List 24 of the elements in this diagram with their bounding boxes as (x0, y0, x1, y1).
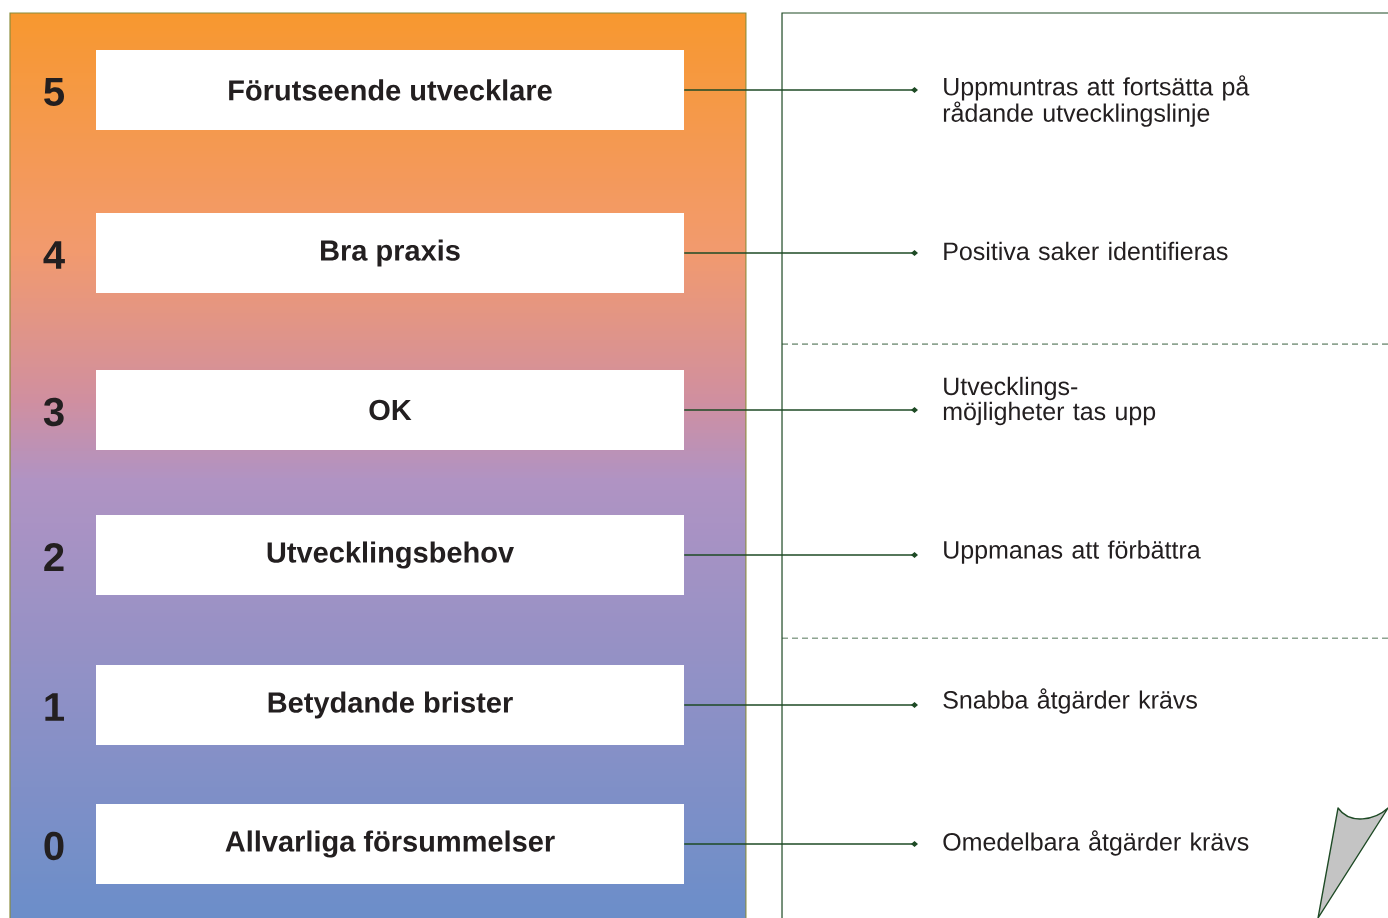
level-box: Allvarliga försummelser (96, 804, 684, 884)
outcome-text: Uppmuntras att fortsätta på rådande utvecklingslinje (943, 75, 1250, 127)
level-number: 0 (44, 831, 64, 861)
connector-line (683, 87, 918, 93)
connector-line (683, 841, 918, 847)
outcome-text: Omedelbara åtgärder krävs (943, 830, 1249, 856)
level-box: Utvecklingsbehov (96, 515, 684, 595)
level-number: 4 (43, 241, 65, 269)
connector-line (683, 552, 918, 558)
connector-line (683, 407, 918, 413)
connector-line (683, 250, 918, 256)
level-box: Betydande brister (96, 665, 684, 745)
level-number: 5 (44, 78, 64, 106)
level-box: OK (96, 370, 684, 450)
outcome-text: Utvecklings- möjligheter tas upp (943, 376, 1156, 426)
level-number: 3 (43, 397, 64, 427)
connector-line (683, 702, 918, 708)
level-box: Bra praxis (96, 213, 684, 293)
outcome-text: Snabba åtgärder krävs (943, 688, 1197, 714)
level-number: 2 (44, 543, 64, 571)
outcome-text: Uppmanas att förbättra (944, 540, 1201, 564)
outcome-text: Positiva saker identifieras (944, 241, 1228, 261)
level-number: 1 (45, 693, 64, 721)
level-box: Förutseende utvecklare (96, 50, 684, 130)
